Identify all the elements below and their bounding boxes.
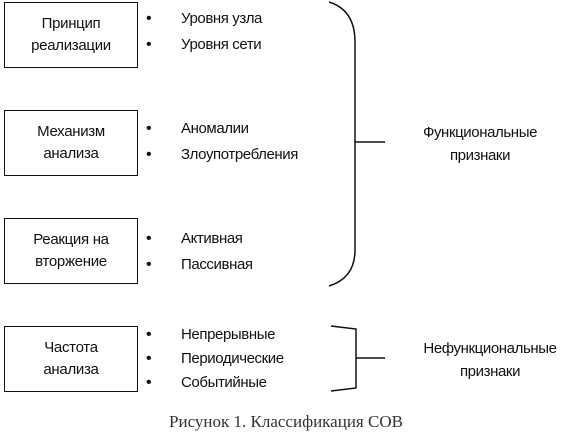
list-item: Уровня узла xyxy=(181,10,262,27)
bullet-dot: • xyxy=(146,350,152,367)
box-line: вторжение xyxy=(35,253,107,270)
list-item: Периодические xyxy=(181,350,284,367)
bullet-dot: • xyxy=(146,10,152,27)
functional-features-label: Функциональные признаки xyxy=(405,121,555,167)
box-implementation-principle: Принцип реализации xyxy=(4,2,138,68)
box-line: анализа xyxy=(43,361,99,378)
box-line: Механизм xyxy=(37,123,105,140)
nonfunctional-bracket xyxy=(330,325,357,392)
nonfunctional-features-label: Нефункциональные признаки xyxy=(408,337,572,383)
bullet-dot: • xyxy=(146,146,152,163)
label-line: признаки xyxy=(449,147,511,164)
box-line: Реакция на xyxy=(33,231,109,248)
list-item: Пассивная xyxy=(181,256,253,273)
label-line: признаки xyxy=(459,363,521,380)
figure-caption: Рисунок 1. Классификация СОВ xyxy=(169,412,403,431)
bullet-dot: • xyxy=(146,36,152,53)
list-item: Злоупотребления xyxy=(181,146,298,163)
bullet-dot: • xyxy=(146,256,152,273)
label-line: Нефункциональные xyxy=(423,340,557,357)
box-line: Частота xyxy=(44,339,98,356)
box-line: реализации xyxy=(31,37,111,54)
box-line: Принцип xyxy=(41,15,101,32)
bullet-dot: • xyxy=(146,326,152,343)
bullet-dot: • xyxy=(146,230,152,247)
list-item: Активная xyxy=(181,230,243,247)
list-item: Уровня сети xyxy=(181,36,262,53)
label-line: Функциональные xyxy=(422,124,538,141)
list-item: Непрерывные xyxy=(181,326,276,343)
bullet-dot: • xyxy=(146,374,152,391)
box-analysis-frequency: Частота анализа xyxy=(4,326,138,392)
box-analysis-mechanism: Механизм анализа xyxy=(4,110,138,176)
bullet-dot: • xyxy=(146,120,152,137)
box-line: анализа xyxy=(43,145,99,162)
list-item: Аномалии xyxy=(181,120,249,137)
box-intrusion-reaction: Реакция на вторжение xyxy=(4,218,138,284)
list-item: Событийные xyxy=(181,374,267,391)
functional-brace xyxy=(328,1,356,287)
